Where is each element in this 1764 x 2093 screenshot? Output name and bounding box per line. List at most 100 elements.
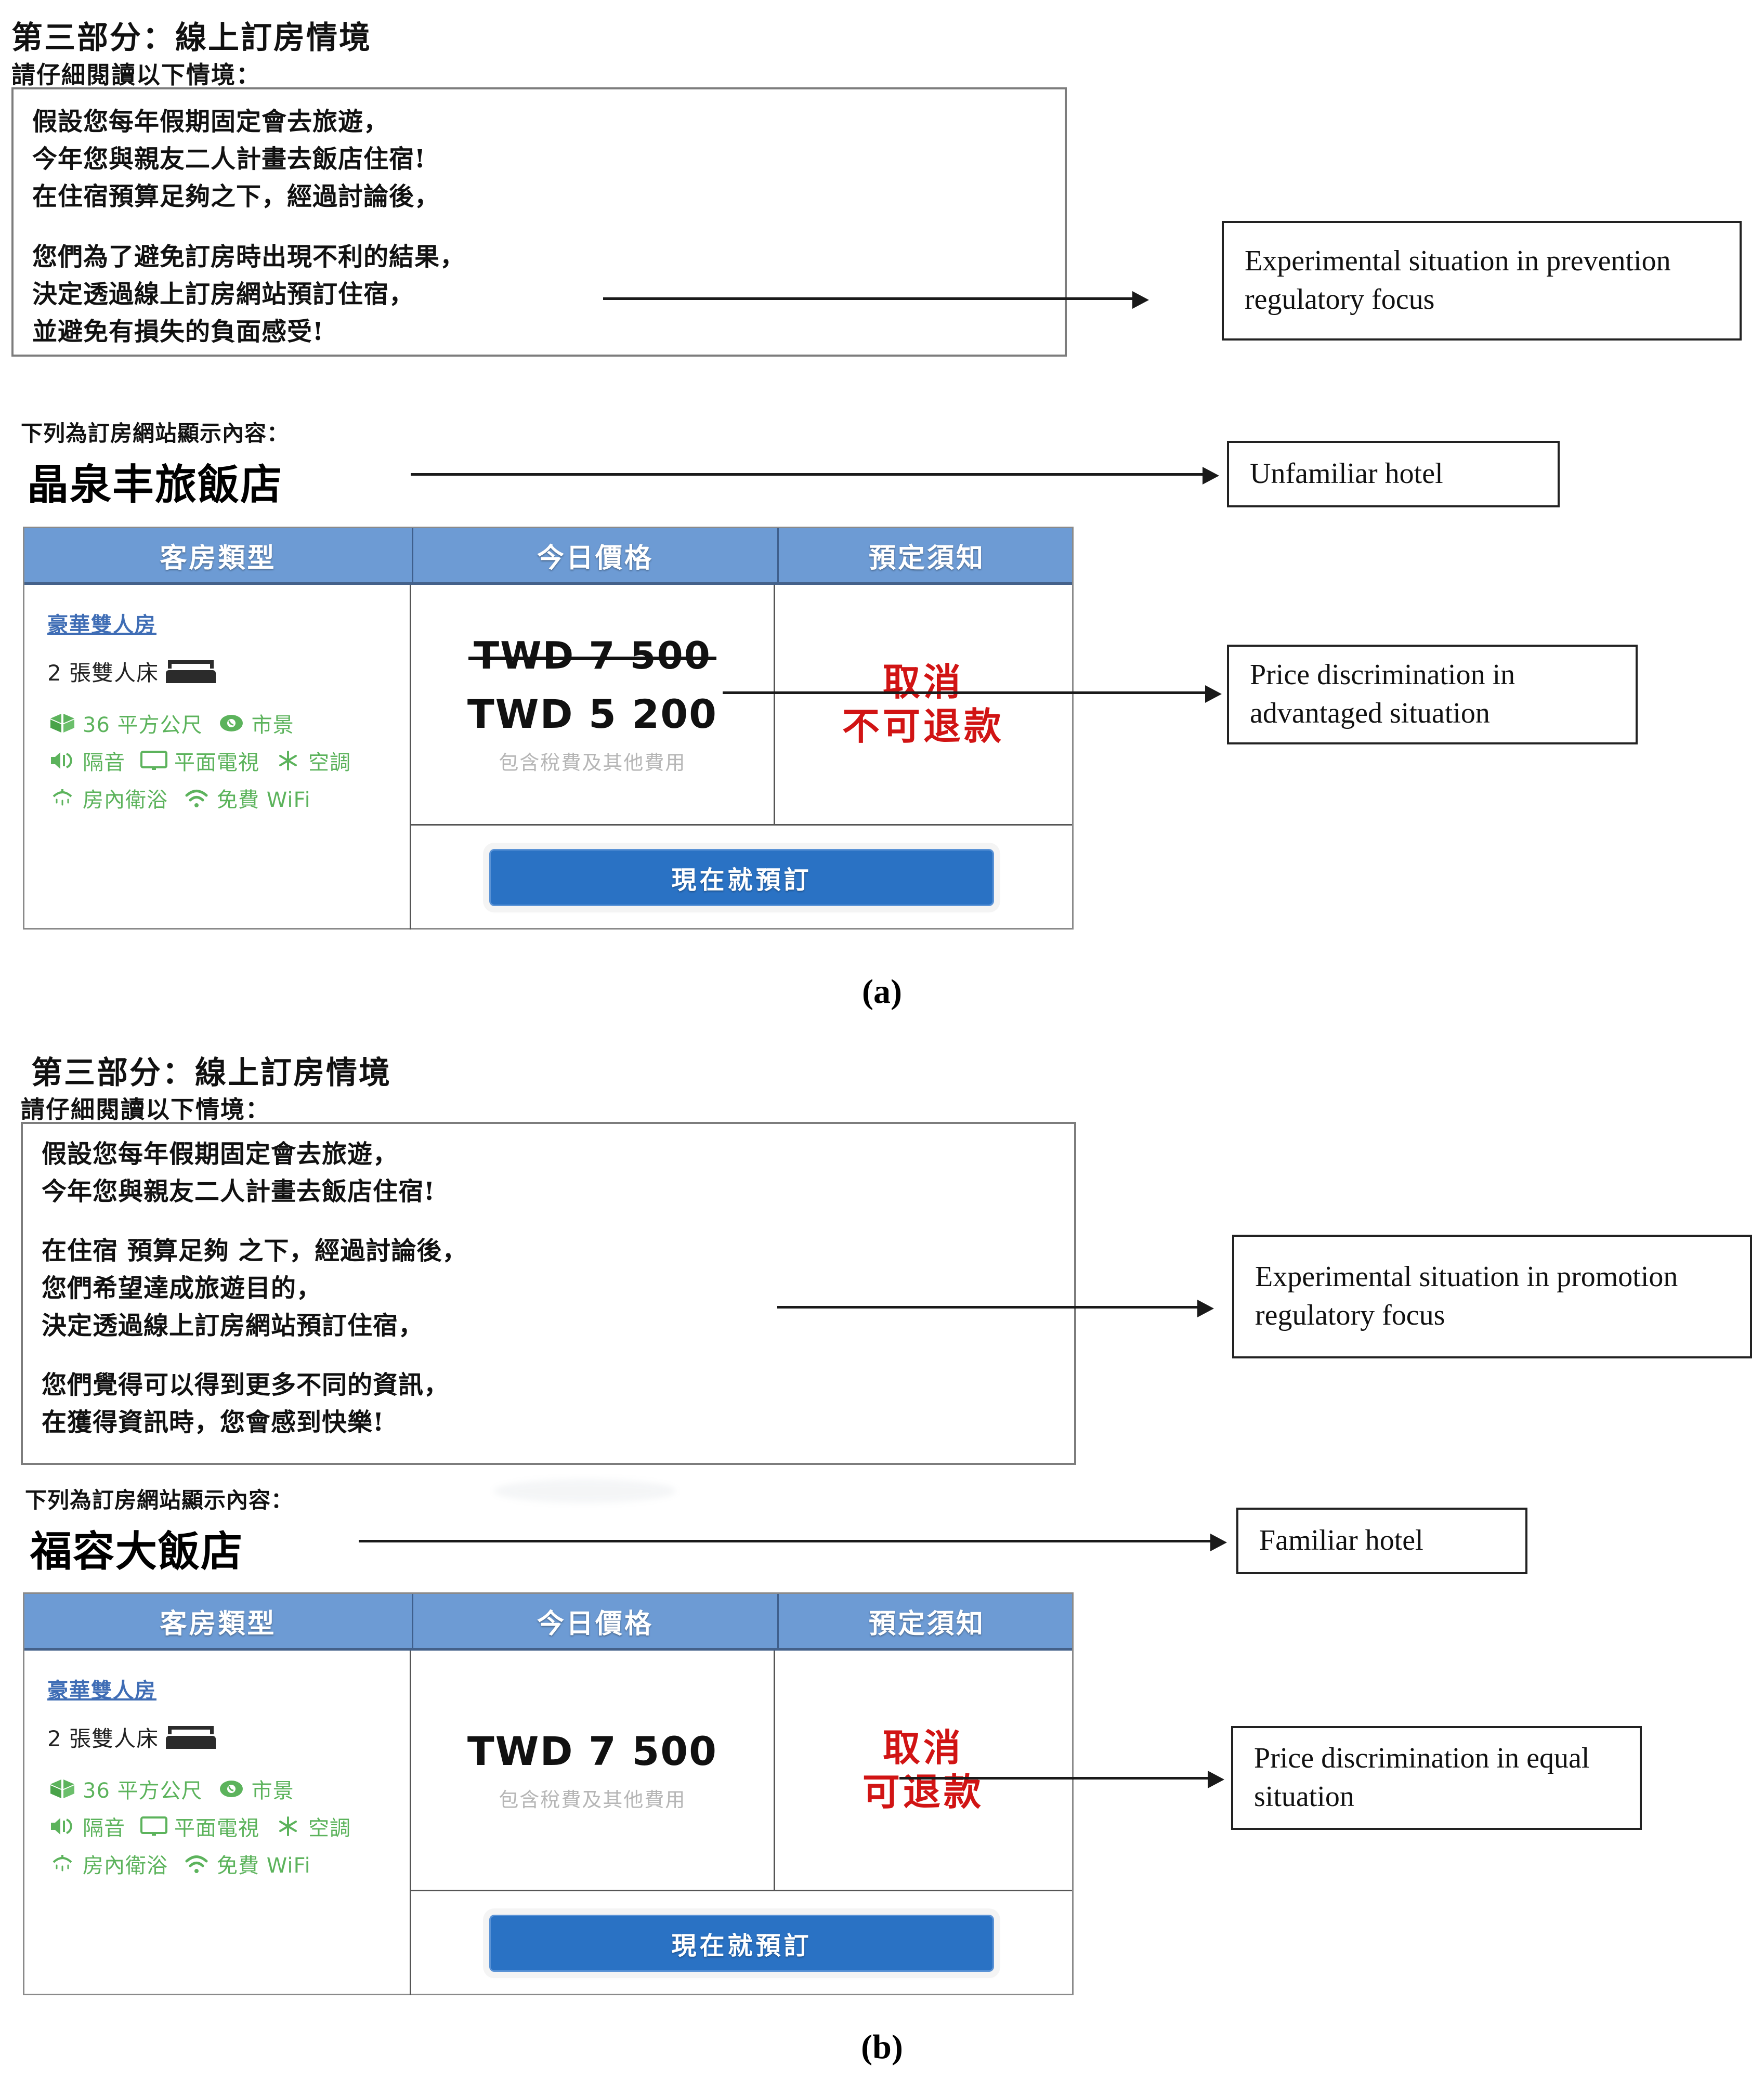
panel-b-section-title: 第三部分：線上訂房情境 [31, 1055, 391, 1091]
scenario-line: 您們為了避免訂房時出現不利的結果， [32, 242, 466, 271]
eye-view-icon [216, 711, 246, 736]
scenario-line: 在住宿 預算足夠 之下，經過討論後， [42, 1236, 468, 1265]
panel-b-section-instruction: 請仔細閱讀以下情境： [21, 1095, 270, 1123]
scenario-line: 今年您與親友二人計畫去飯店住宿! [42, 1177, 436, 1206]
panel-a-section-title: 第三部分：線上訂房情境 [11, 20, 372, 56]
scenario-line: 決定透過線上訂房網站預訂住宿， [32, 280, 415, 309]
bed-icon [166, 1725, 216, 1749]
amenities-list: 36 平方公尺 市景 隔音 平面電視 空調 房內衛浴 免費 WiFi [47, 708, 410, 813]
leader-price-b [899, 1777, 1206, 1780]
area-icon [47, 711, 77, 736]
scenario-line: 假設您每年假期固定會去旅遊， [42, 1140, 399, 1169]
book-now-button[interactable]: 現在就預訂 [489, 1915, 994, 1972]
bed-text: 2 張雙人床 [47, 660, 159, 686]
main-price: TWD 7 500 [467, 1728, 718, 1774]
column-header-booking-notice: 預定須知 [868, 1608, 985, 1640]
table-header-row: 客房類型 今日價格 預定須知 [24, 528, 1072, 585]
amenity-label: 隔音 [83, 1816, 125, 1840]
flat-tv-icon [139, 1814, 169, 1839]
shower-icon [47, 786, 77, 810]
arrow-scenario-a [603, 291, 1149, 309]
annotation-scenario-a: Experimental situation in prevention reg… [1222, 221, 1742, 341]
panel-a-hotel-name: 晶泉丰旅飯店 [27, 461, 283, 509]
area-icon [47, 1776, 77, 1801]
bed-text: 2 張雙人床 [47, 1726, 159, 1751]
bed-info: 2 張雙人床 [47, 1721, 410, 1753]
annotation-price-b: Price discrimination in equal situation [1231, 1726, 1642, 1830]
scenario-line: 在住宿預算足夠之下，經過討論後， [32, 182, 440, 211]
panel-b-site-note: 下列為訂房網站顯示內容： [25, 1487, 294, 1513]
scenario-line: 並避免有損失的負面感受! [32, 317, 324, 346]
wifi-icon [181, 1851, 212, 1876]
eye-view-icon [216, 1776, 246, 1801]
figure-label-b: (b) [861, 2028, 903, 2066]
book-row: 現在就預訂 [411, 1890, 1072, 1995]
book-row: 現在就預訂 [411, 824, 1072, 930]
table-header-row: 客房類型 今日價格 預定須知 [24, 1594, 1072, 1651]
panel-b-scenario-box: 假設您每年假期固定會去旅遊， 今年您與親友二人計畫去飯店住宿! 在住宿 預算足夠… [21, 1122, 1076, 1465]
annotation-hotel-a: Unfamiliar hotel [1227, 441, 1560, 507]
panel-a-site-note: 下列為訂房網站顯示內容： [21, 421, 290, 446]
figure-label-a: (a) [862, 973, 902, 1011]
wifi-icon [181, 786, 212, 810]
panel-a-section-instruction: 請仔細閱讀以下情境： [11, 61, 261, 89]
refund-label: 不可退款 [842, 704, 1004, 748]
panel-a-scenario-box: 假設您每年假期固定會去旅遊， 今年您與親友二人計畫去飯店住宿! 在住宿預算足夠之… [11, 87, 1067, 357]
column-header-today-price: 今日價格 [413, 528, 779, 582]
amenity-label: 隔音 [83, 751, 125, 775]
amenity-label: 免費 WiFi [217, 788, 311, 812]
arrow-price-b [1071, 1771, 1224, 1788]
cancellation-cell: 取消 不可退款 [775, 585, 1072, 824]
price-cell: TWD 7 500 TWD 5 200 包含稅費及其他費用 [411, 585, 775, 824]
panel-b-hotel-name: 福容大飯店 [30, 1527, 243, 1576]
soundproof-speaker-icon [47, 1814, 77, 1839]
column-header-room-type: 客房類型 [24, 1594, 413, 1648]
annotation-scenario-b-text: Experimental situation in promotion regu… [1255, 1261, 1678, 1331]
amenity-label: 市景 [251, 713, 294, 737]
column-header-room-type: 客房類型 [24, 528, 413, 582]
price-cell: TWD 7 500 包含稅費及其他費用 [411, 1651, 775, 1890]
room-type-link[interactable]: 豪華雙人房 [47, 613, 156, 637]
annotation-hotel-a-text: Unfamiliar hotel [1250, 457, 1443, 490]
cancellation-cell: 取消 可退款 [775, 1651, 1072, 1890]
amenity-label: 空調 [308, 1816, 351, 1840]
amenity-label: 市景 [251, 1779, 294, 1803]
annotation-price-a-text: Price discrimination in advantaged situa… [1250, 659, 1515, 729]
shower-icon [47, 1851, 77, 1876]
amenity-label: 平面電視 [174, 751, 259, 775]
amenity-label: 空調 [308, 751, 351, 775]
air-conditioning-snowflake-icon [273, 1814, 303, 1839]
scenario-line: 您們覺得可以得到更多不同的資訊， [42, 1370, 450, 1399]
amenity-label: 36 平方公尺 [83, 1779, 203, 1803]
price-note: 包含稅費及其他費用 [499, 1788, 686, 1811]
annotation-price-b-text: Price discrimination in equal situation [1254, 1742, 1590, 1813]
annotation-scenario-a-text: Experimental situation in prevention reg… [1245, 245, 1671, 316]
arrow-scenario-b [777, 1300, 1214, 1317]
room-type-cell: 豪華雙人房 2 張雙人床 36 平方公尺 市景 隔音 平面電視 空調 [24, 585, 411, 930]
scenario-line: 在獲得資訊時，您會感到快樂! [42, 1408, 385, 1437]
amenity-label: 房內衛浴 [83, 788, 168, 812]
panel-b-booking-table: 客房類型 今日價格 預定須知 豪華雙人房 2 張雙人床 36 平方公尺 市景 [23, 1592, 1074, 1995]
leader-price-a [723, 691, 1206, 694]
original-price: TWD 7 500 [468, 634, 716, 677]
room-type-cell: 豪華雙人房 2 張雙人床 36 平方公尺 市景 隔音 平面電視 空調 [24, 1651, 411, 1995]
annotation-scenario-b: Experimental situation in promotion regu… [1232, 1235, 1752, 1358]
amenity-label: 房內衛浴 [83, 1854, 168, 1878]
book-now-button[interactable]: 現在就預訂 [489, 849, 994, 906]
amenity-label: 免費 WiFi [217, 1854, 311, 1878]
arrow-hotel-b [359, 1534, 1227, 1551]
price-note: 包含稅費及其他費用 [499, 751, 686, 774]
arrow-price-a [1066, 685, 1222, 703]
room-type-link[interactable]: 豪華雙人房 [47, 1679, 156, 1703]
scenario-line: 假設您每年假期固定會去旅遊， [32, 107, 389, 136]
scenario-line: 您們希望達成旅遊目的， [42, 1274, 322, 1303]
arrow-hotel-a [411, 467, 1219, 485]
flat-tv-icon [139, 748, 169, 773]
cancel-label: 取消 [882, 1726, 964, 1770]
air-conditioning-snowflake-icon [273, 748, 303, 773]
discounted-price: TWD 5 200 [467, 691, 718, 737]
soundproof-speaker-icon [47, 748, 77, 773]
bed-icon [166, 660, 216, 683]
amenity-label: 36 平方公尺 [83, 713, 203, 737]
amenities-list: 36 平方公尺 市景 隔音 平面電視 空調 房內衛浴 免費 WiFi [47, 1774, 410, 1879]
